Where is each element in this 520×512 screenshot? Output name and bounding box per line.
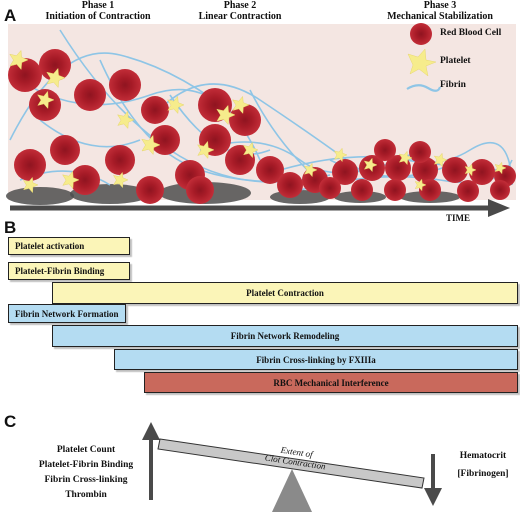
phase-3-heading: Phase 3 Mechanical Stabilization bbox=[365, 0, 515, 22]
platelet bbox=[242, 141, 259, 159]
left-factor-thrombin: Thrombin bbox=[65, 490, 107, 500]
phase-3-title: Phase 3 bbox=[423, 0, 457, 11]
left-factor-platelet-fibrin-binding: Platelet-Fibrin Binding bbox=[38, 460, 134, 470]
platelet bbox=[303, 162, 318, 178]
red-blood-cell bbox=[469, 159, 495, 185]
platelet bbox=[363, 157, 378, 173]
red-blood-cell bbox=[490, 180, 510, 200]
red-blood-cell bbox=[256, 156, 284, 184]
up-arrow-head bbox=[142, 422, 160, 440]
red-blood-cell bbox=[332, 159, 358, 185]
platelet bbox=[46, 67, 66, 89]
red-blood-cell bbox=[384, 179, 406, 201]
red-blood-cell bbox=[141, 96, 169, 124]
left-factor-platelet-count: Platelet Count bbox=[56, 445, 116, 455]
red-blood-cell bbox=[8, 58, 42, 92]
left-factor-fibrin-cross-linking: Fibrin Cross-linking bbox=[44, 475, 128, 485]
legend-label-fibrin: Fibrin bbox=[440, 80, 466, 90]
right-factor-fibrinogen: [Fibrinogen] bbox=[457, 469, 509, 479]
platelet bbox=[141, 134, 161, 156]
platelets bbox=[9, 49, 507, 194]
red-blood-cells bbox=[8, 49, 516, 204]
phase-1-title: Phase 1 bbox=[81, 0, 115, 11]
red-blood-cell bbox=[457, 180, 479, 202]
fibrin-strand bbox=[39, 119, 141, 148]
panel-a-letter: A bbox=[4, 6, 17, 25]
platelet bbox=[197, 140, 215, 160]
bar-fibrin-cross-linking: Fibrin Cross-linking by FXIIIa bbox=[114, 349, 518, 370]
seesaw-beam bbox=[157, 438, 425, 489]
clot-illustration bbox=[6, 23, 516, 217]
right-factor-hematocrit: Hematocrit bbox=[459, 451, 507, 461]
platelet bbox=[232, 95, 250, 115]
platelet bbox=[216, 104, 236, 126]
red-blood-cell bbox=[277, 172, 303, 198]
platelet bbox=[414, 178, 427, 192]
legend-label-platelet: Platelet bbox=[440, 56, 471, 66]
platelet bbox=[494, 161, 507, 175]
platelet bbox=[117, 110, 135, 130]
phase-3-subtitle: Mechanical Stabilization bbox=[387, 11, 493, 22]
phase-1-subtitle: Initiation of Contraction bbox=[45, 11, 151, 22]
red-blood-cell bbox=[136, 176, 164, 204]
time-label: TIME bbox=[446, 213, 471, 223]
red-blood-cell bbox=[150, 125, 180, 155]
red-blood-cell bbox=[351, 179, 373, 201]
seesaw-fulcrum bbox=[272, 469, 312, 512]
red-blood-cell bbox=[319, 177, 341, 199]
platelet bbox=[464, 163, 477, 177]
platelet bbox=[62, 170, 80, 190]
red-blood-cell bbox=[14, 149, 46, 181]
red-blood-cell bbox=[409, 141, 431, 163]
red-blood-cell-icon bbox=[410, 23, 432, 45]
red-blood-cell bbox=[186, 176, 214, 204]
red-blood-cell bbox=[74, 79, 106, 111]
red-blood-cell bbox=[229, 104, 261, 136]
bar-rbc-mechanical-interference: RBC Mechanical Interference bbox=[144, 372, 518, 393]
time-arrow-head bbox=[488, 199, 510, 217]
aggregate bbox=[6, 187, 74, 205]
platelet bbox=[398, 150, 413, 166]
bar-fibrin-network-remodeling: Fibrin Network Remodeling bbox=[52, 325, 518, 347]
down-arrow-head bbox=[424, 488, 442, 506]
fibrin-icon bbox=[406, 84, 442, 92]
platelet bbox=[333, 147, 348, 163]
platelet-icon bbox=[407, 48, 437, 77]
red-blood-cell bbox=[374, 139, 396, 161]
red-blood-cell bbox=[109, 69, 141, 101]
platelet bbox=[37, 90, 55, 110]
right-factors: Hematocrit [Fibrinogen] bbox=[446, 447, 520, 483]
phase-2-subtitle: Linear Contraction bbox=[198, 11, 282, 22]
left-factors: Platelet Count Platelet-Fibrin Binding F… bbox=[30, 443, 142, 503]
bar-platelet-contraction: Platelet Contraction bbox=[52, 282, 518, 304]
platelet bbox=[433, 152, 448, 168]
fibrin-strand bbox=[379, 141, 513, 186]
fibrin-strand bbox=[149, 83, 361, 171]
bar-platelet-fibrin-binding: Platelet-Fibrin Binding bbox=[8, 262, 130, 280]
platelet bbox=[22, 176, 39, 194]
bar-platelet-activation: Platelet activation bbox=[8, 237, 130, 255]
platelet bbox=[167, 95, 185, 115]
panel-c-letter: C bbox=[4, 412, 17, 431]
phase-2-title: Phase 2 bbox=[223, 0, 257, 11]
red-blood-cell bbox=[412, 157, 438, 183]
red-blood-cell bbox=[442, 157, 468, 183]
platelet bbox=[9, 49, 29, 71]
bar-fibrin-network-formation: Fibrin Network Formation bbox=[8, 304, 126, 323]
red-blood-cell bbox=[39, 49, 71, 81]
phase-2-heading: Phase 2 Linear Contraction bbox=[170, 0, 310, 22]
legend-label-rbc: Red Blood Cell bbox=[440, 28, 502, 38]
red-blood-cell bbox=[70, 165, 100, 195]
platelet bbox=[112, 171, 129, 189]
panel-b-letter: B bbox=[4, 218, 17, 237]
phase-1-heading: Phase 1 Initiation of Contraction bbox=[18, 0, 178, 22]
balance-illustration bbox=[142, 422, 442, 512]
red-blood-cell bbox=[105, 145, 135, 175]
red-blood-cell bbox=[50, 135, 80, 165]
